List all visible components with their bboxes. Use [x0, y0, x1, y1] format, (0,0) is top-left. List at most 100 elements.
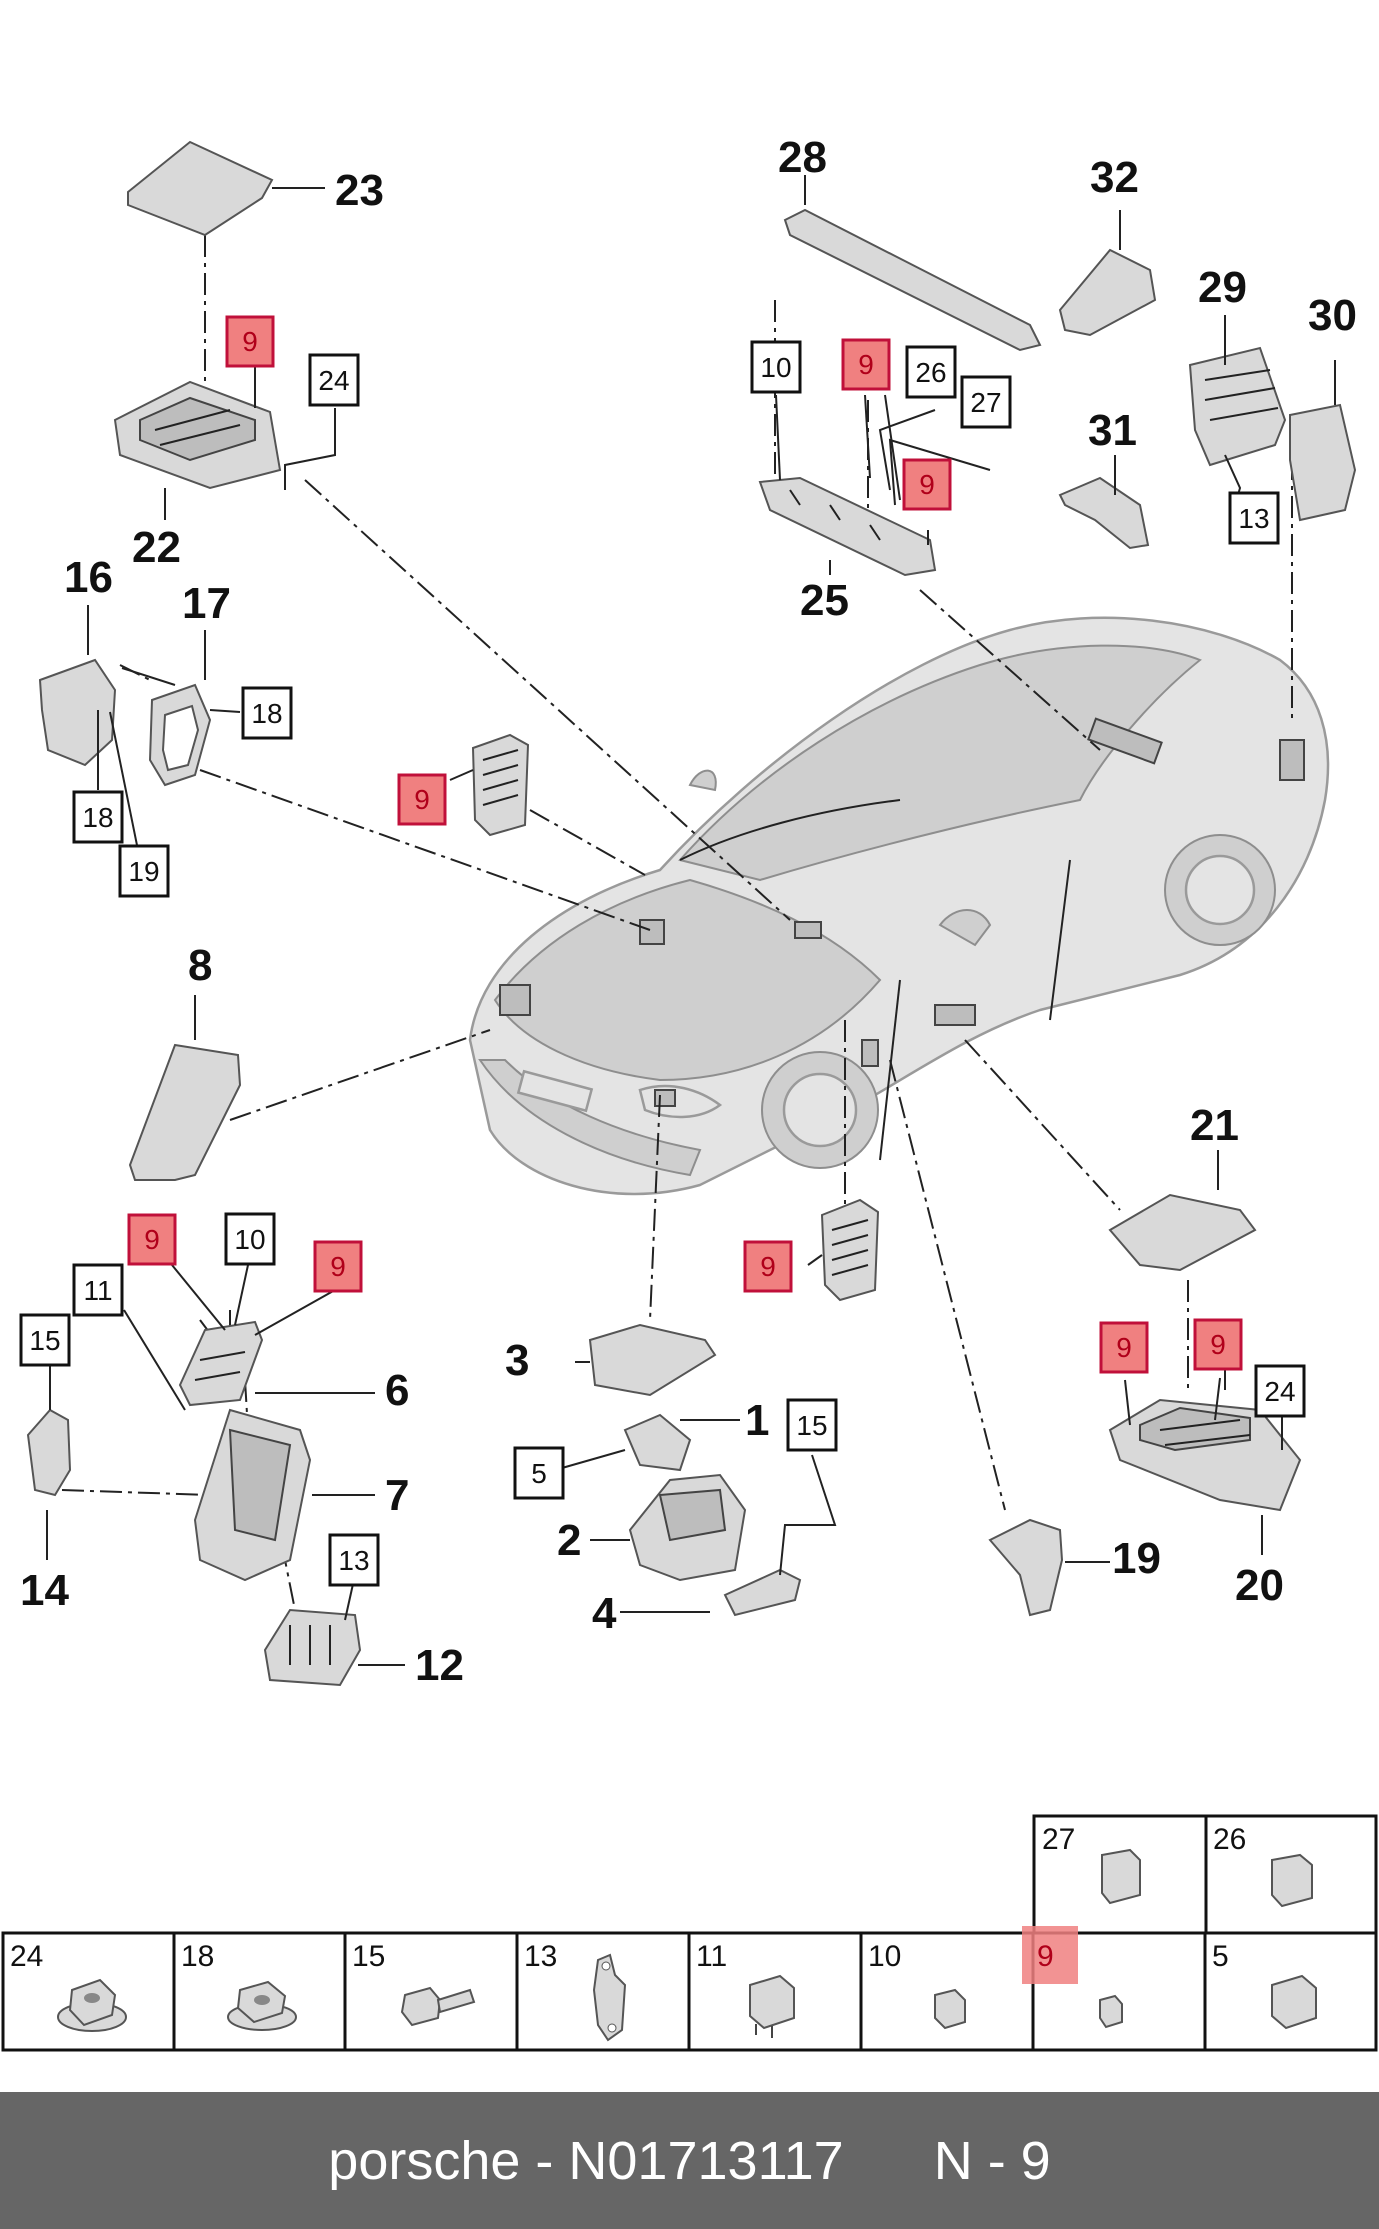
part-2-box — [628, 1473, 747, 1582]
callout-32: 32 — [1090, 153, 1139, 202]
table-cell-27: 27 — [1032, 1814, 1208, 1935]
fuse-icon — [1099, 1994, 1123, 2029]
ref-box-9-i: 9 — [1193, 1318, 1243, 1371]
svg-text:9: 9 — [330, 1251, 346, 1282]
svg-text:5: 5 — [531, 1458, 547, 1489]
footer-bar: porsche - N01713117 N - 9 — [0, 2092, 1379, 2229]
footer-separator: - — [520, 2130, 569, 2191]
callout-21: 21 — [1190, 1101, 1239, 1150]
callout-28: 28 — [778, 133, 827, 182]
ref-box-9-b: 9 — [841, 338, 891, 391]
table-cell-5: 5 — [1203, 1931, 1378, 2052]
part-12-connector — [263, 1608, 362, 1687]
part-9-control-unit-upper — [471, 733, 530, 837]
part-17-gasket — [148, 683, 212, 787]
ref-box-27: 27 — [960, 375, 1012, 429]
svg-text:9: 9 — [242, 326, 258, 357]
callout-31: 31 — [1088, 406, 1137, 455]
part-31-holder — [1058, 476, 1150, 550]
callout-17: 17 — [182, 579, 231, 628]
flange-nut-icon — [227, 1980, 297, 2031]
svg-text:26: 26 — [915, 357, 946, 388]
callout-16: 16 — [64, 553, 113, 602]
ref-box-18-b: 18 — [72, 790, 124, 844]
callout-4: 4 — [592, 1589, 617, 1638]
table-cell-26: 26 — [1204, 1814, 1378, 1935]
svg-text:13: 13 — [338, 1545, 369, 1576]
table-cell-13: 13 — [515, 1931, 691, 2052]
table-cell-24: 24 — [1, 1931, 176, 2052]
ref-box-9-h: 9 — [1099, 1321, 1149, 1374]
svg-text:19: 19 — [128, 856, 159, 887]
callout-2: 2 — [557, 1516, 581, 1565]
svg-text:9: 9 — [414, 784, 430, 815]
svg-text:18: 18 — [82, 802, 113, 833]
svg-text:9: 9 — [1037, 1940, 1054, 1973]
leader-lines — [46, 175, 1336, 1666]
svg-text:10: 10 — [868, 1940, 901, 1973]
bolt-icon — [400, 1986, 476, 2027]
table-cell-18: 18 — [172, 1931, 347, 2052]
ref-box-24-a: 24 — [308, 353, 360, 407]
part-8-cover — [128, 1043, 242, 1181]
relay-icon — [1271, 1853, 1313, 1908]
part-6-relay-plate — [178, 1320, 264, 1407]
part-16-bracket — [38, 658, 117, 767]
callout-8: 8 — [188, 941, 212, 990]
table-cell-15: 15 — [343, 1931, 519, 2052]
ref-box-9-d: 9 — [397, 773, 447, 826]
part-14-clip — [26, 1408, 72, 1497]
svg-text:9: 9 — [858, 349, 874, 380]
ref-box-15-b: 15 — [786, 1398, 838, 1452]
callout-3: 3 — [505, 1336, 529, 1385]
svg-text:9: 9 — [144, 1224, 160, 1255]
ref-box-13-b: 13 — [328, 1533, 380, 1587]
svg-text:27: 27 — [970, 387, 1001, 418]
callout-23: 23 — [335, 166, 384, 215]
part-22-fuse-box — [113, 380, 282, 490]
callout-labels: 23 22 28 32 29 30 31 25 16 17 8 6 7 12 1… — [20, 133, 1357, 1690]
svg-text:15: 15 — [796, 1410, 827, 1441]
relay-icon — [749, 1974, 795, 2038]
part-29-relay-carrier — [1188, 346, 1287, 467]
ref-box-10-a: 10 — [750, 340, 802, 394]
callout-25: 25 — [800, 576, 849, 625]
svg-text:13: 13 — [524, 1940, 557, 1973]
ref-box-18-a: 18 — [241, 686, 293, 740]
svg-text:18: 18 — [181, 1940, 214, 1973]
svg-text:9: 9 — [760, 1251, 776, 1282]
svg-text:24: 24 — [1264, 1376, 1295, 1407]
fuse-icon — [934, 1988, 966, 2030]
ref-box-9-f: 9 — [313, 1240, 363, 1293]
footer-gap — [844, 2131, 934, 2191]
svg-text:24: 24 — [318, 365, 349, 396]
svg-text:9: 9 — [1210, 1329, 1226, 1360]
part-28-cowl-panel — [783, 208, 1042, 352]
table-cell-11: 11 — [687, 1931, 863, 2052]
parts-diagram: 23 22 28 32 29 30 31 25 16 17 8 6 7 12 1… — [1, 133, 1378, 2052]
svg-text:9: 9 — [1116, 1332, 1132, 1363]
bracket-icon — [592, 1953, 627, 2042]
svg-text:9: 9 — [919, 469, 935, 500]
callout-19: 19 — [1112, 1534, 1161, 1583]
callout-1: 1 — [745, 1396, 769, 1445]
part-1-bracket — [623, 1413, 692, 1472]
relay-icon — [1271, 1974, 1317, 2030]
svg-text:11: 11 — [83, 1275, 112, 1306]
ref-box-11: 11 — [72, 1263, 124, 1317]
part-20-fuse-box — [1108, 1398, 1302, 1512]
part-23-cover — [127, 140, 274, 237]
table-cell-9: 9 — [1022, 1926, 1207, 2052]
callout-6: 6 — [385, 1366, 409, 1415]
svg-text:10: 10 — [234, 1224, 265, 1255]
callout-12: 12 — [415, 1641, 464, 1690]
svg-text:15: 15 — [29, 1325, 60, 1356]
callout-22: 22 — [132, 523, 181, 572]
callout-14: 14 — [20, 1566, 69, 1615]
footer-part-number: N01713117 — [568, 2130, 844, 2191]
svg-text:26: 26 — [1213, 1823, 1246, 1856]
part-25-relay-rail — [758, 476, 937, 577]
svg-text:15: 15 — [352, 1940, 385, 1973]
svg-text:10: 10 — [760, 352, 791, 383]
parts-table: 27 26 24 18 15 13 — [1, 1814, 1378, 2052]
